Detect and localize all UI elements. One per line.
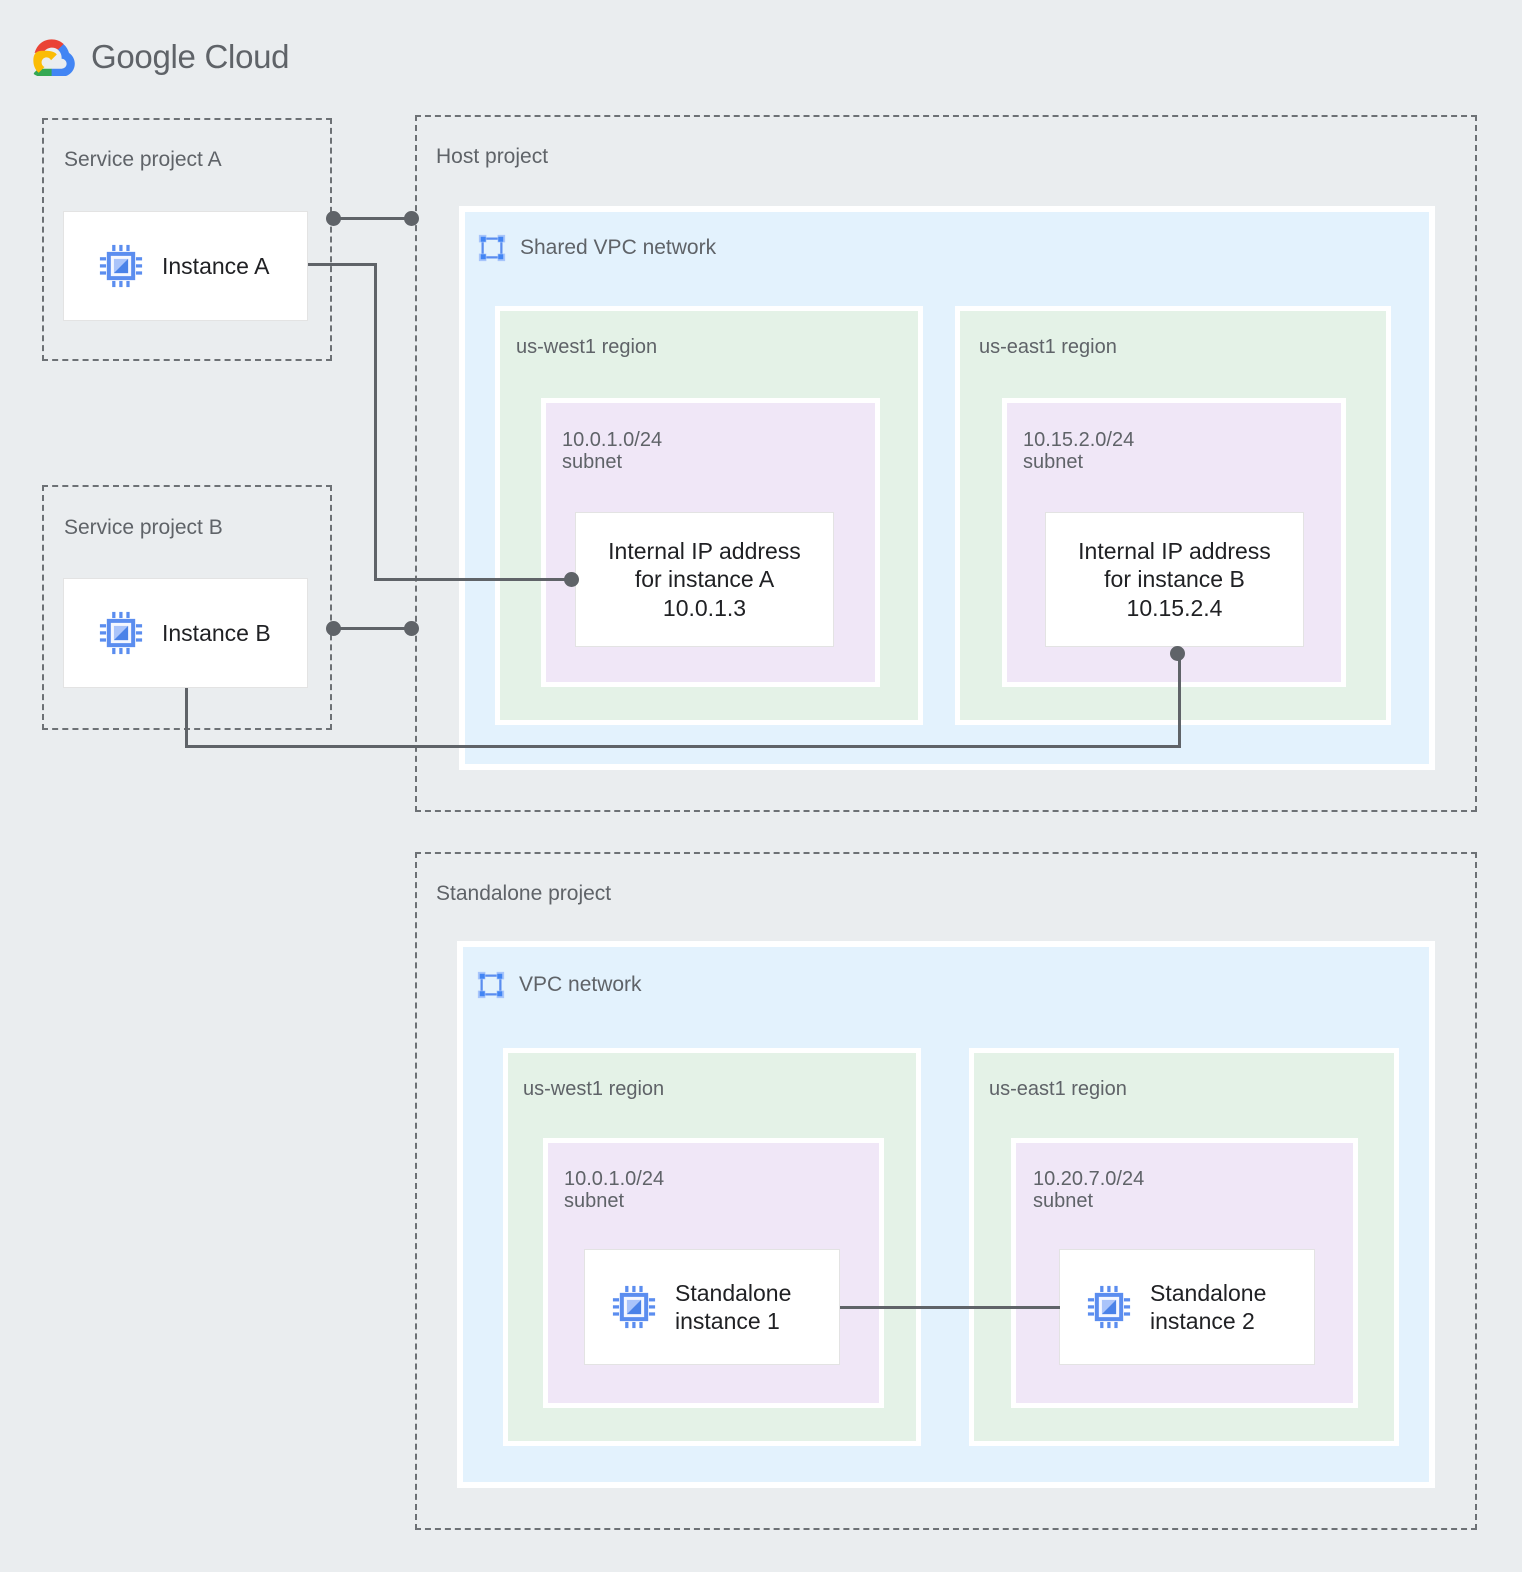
- internal-ip-instance-b-card: Internal IP address for instance B 10.15…: [1045, 512, 1304, 647]
- shared-vpc-subnet-10-15-2-0-label: 10.15.2.0/24 subnet: [1023, 429, 1135, 474]
- connector-service-a-to-host: [334, 217, 412, 220]
- standalone-project-container: [415, 852, 1477, 1530]
- connector-node-service-b: [326, 621, 341, 636]
- service-project-a-label: Service project A: [64, 148, 222, 171]
- shared-vpc-region-us-east1-label: us-east1 region: [979, 336, 1117, 358]
- compute-instance-icon: [98, 610, 144, 656]
- standalone-subnet-10-0-1-0-label: 10.0.1.0/24 subnet: [564, 1168, 665, 1213]
- brand-name-google: Google: [91, 38, 196, 75]
- standalone-instance-2-card[interactable]: Standalone instance 2: [1059, 1249, 1315, 1365]
- internal-ip-instance-b-text: Internal IP address for instance B 10.15…: [1078, 538, 1271, 621]
- instance-a-card[interactable]: Instance A: [63, 211, 308, 321]
- brand-name-cloud: Cloud: [204, 38, 290, 75]
- brand-logo: Google Cloud: [33, 38, 290, 76]
- standalone-region-us-west1-label: us-west1 region: [523, 1078, 665, 1100]
- standalone-region-us-east1-label: us-east1 region: [989, 1078, 1127, 1100]
- vpc-network-icon: [477, 233, 507, 263]
- standalone-instance-2-label: Standalone instance 2: [1150, 1279, 1267, 1334]
- shared-vpc-title: Shared VPC network: [520, 236, 717, 259]
- compute-instance-icon: [98, 243, 144, 289]
- shared-vpc-region-us-west1-label: us-west1 region: [516, 336, 658, 358]
- compute-instance-icon: [1086, 1284, 1132, 1330]
- connector-service-b-to-host: [334, 627, 412, 630]
- connector-node-internal-ip-a: [564, 572, 579, 587]
- connector-instance-a-seg1: [308, 263, 377, 266]
- connector-node-host-left-bottom: [404, 621, 419, 636]
- shared-vpc-subnet-10-0-1-0-label: 10.0.1.0/24 subnet: [562, 429, 663, 474]
- service-project-b-label: Service project B: [64, 516, 223, 539]
- connector-node-host-left-top: [404, 211, 419, 226]
- host-project-container: [415, 115, 1477, 812]
- internal-ip-instance-a-text: Internal IP address for instance A 10.0.…: [608, 538, 801, 621]
- standalone-instance-1-card[interactable]: Standalone instance 1: [584, 1249, 840, 1365]
- vpc-network-icon: [476, 970, 506, 1000]
- google-cloud-logo-icon: [33, 38, 77, 76]
- connector-instance-a-seg3: [374, 578, 572, 581]
- connector-node-internal-ip-b: [1170, 646, 1185, 661]
- instance-b-card[interactable]: Instance B: [63, 578, 308, 688]
- instance-a-label: Instance A: [162, 252, 270, 279]
- standalone-vpc-title: VPC network: [519, 973, 642, 996]
- compute-instance-icon: [611, 1284, 657, 1330]
- shared-vpc-header: Shared VPC network: [477, 233, 716, 263]
- connector-instance-b-seg2: [185, 745, 1181, 748]
- connector-standalone-1-to-2: [840, 1306, 1060, 1309]
- connector-instance-a-seg2: [374, 263, 377, 581]
- service-project-a-container: [42, 118, 332, 361]
- standalone-vpc-header: VPC network: [476, 970, 642, 1000]
- standalone-subnet-10-20-7-0-label: 10.20.7.0/24 subnet: [1033, 1168, 1145, 1213]
- host-project-label: Host project: [436, 145, 549, 168]
- standalone-project-label: Standalone project: [436, 882, 612, 905]
- instance-b-label: Instance B: [162, 619, 271, 646]
- connector-instance-b-seg3: [1178, 652, 1181, 745]
- brand-name: Google Cloud: [91, 38, 290, 76]
- connector-node-service-a: [326, 211, 341, 226]
- connector-instance-b-seg1: [185, 688, 188, 748]
- standalone-instance-1-label: Standalone instance 1: [675, 1279, 792, 1334]
- internal-ip-instance-a-card: Internal IP address for instance A 10.0.…: [575, 512, 834, 647]
